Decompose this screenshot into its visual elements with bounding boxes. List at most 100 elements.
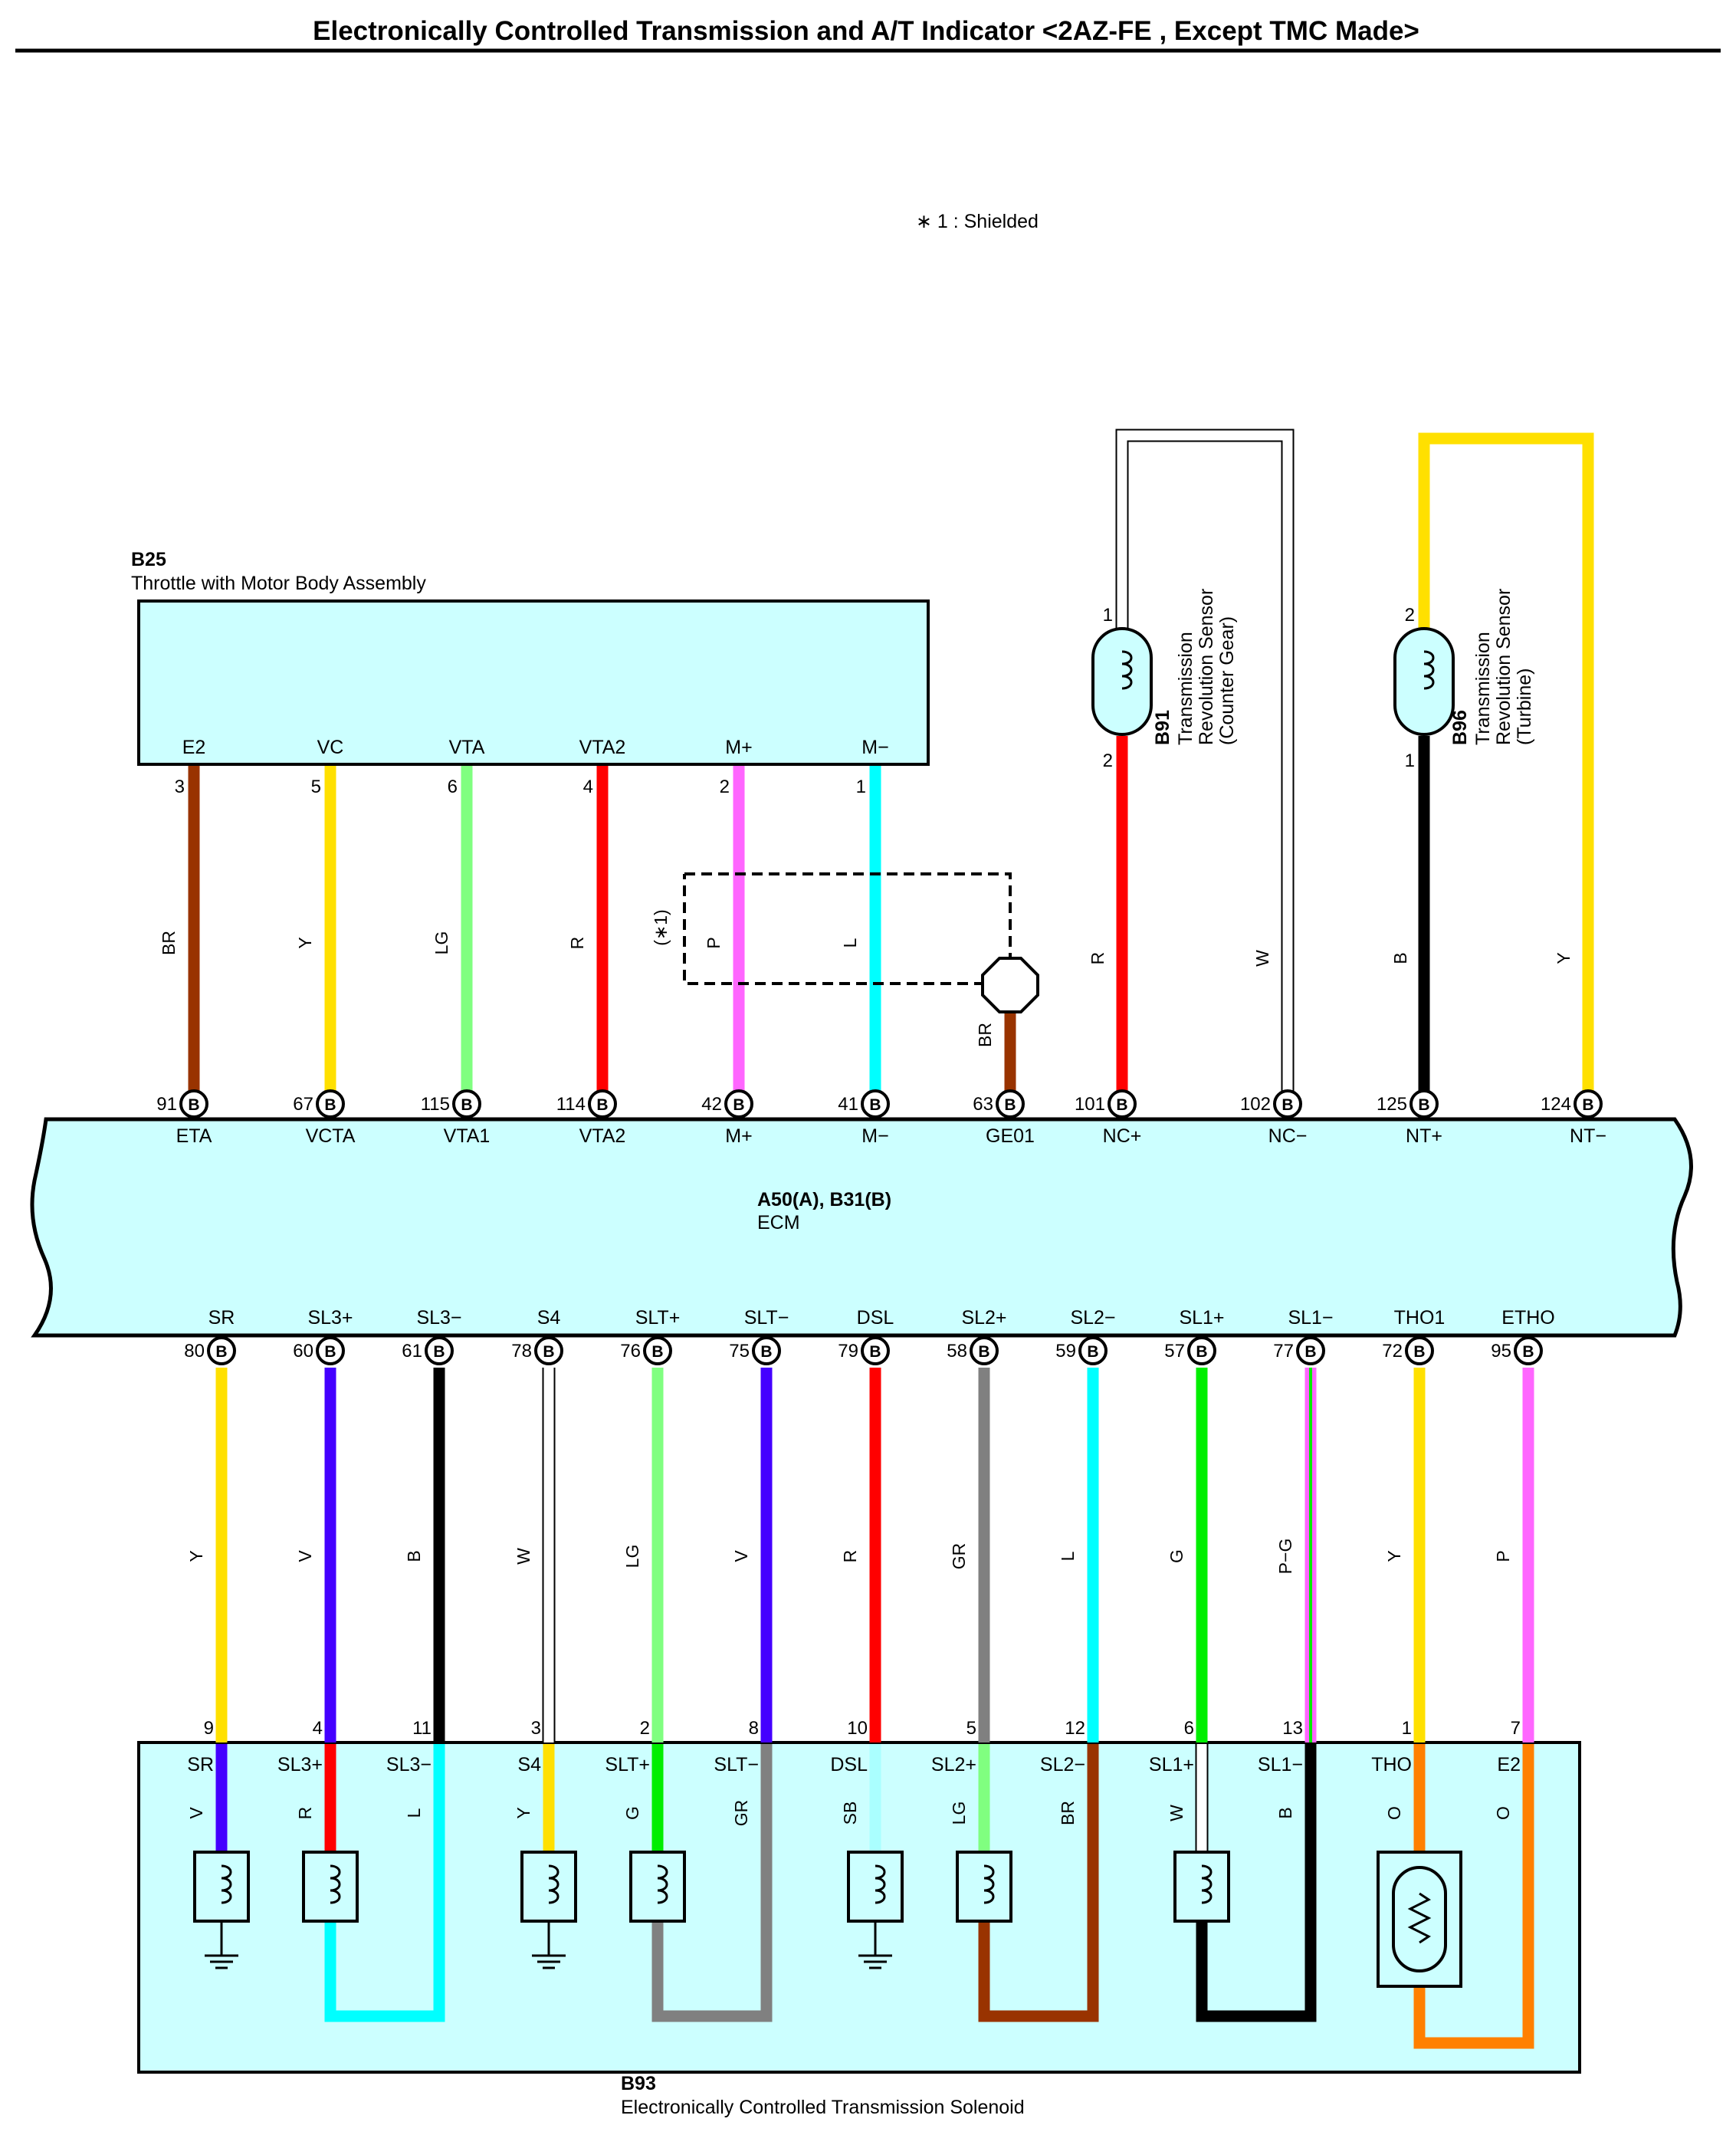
ecm-terminal-sl1m [1296,1336,1325,1365]
throttle-pin-eta: 3 [175,777,185,797]
solenoid-coil-sl1 [1173,1851,1230,1923]
ecm-pin-sl2m: 59 [1055,1341,1076,1361]
ecm-term-sl1m: SL1− [1288,1307,1333,1329]
throttle-wire-color-mp: P [704,937,724,948]
ecm-terminal-mm-letter: B [869,1096,881,1114]
solenoid-term-tho1: THO [1371,1754,1412,1775]
solenoid-term-sl2m: SL2− [1040,1754,1085,1775]
ecm-solenoid-wire-color-sl2m: L [1058,1551,1078,1561]
ecm-solenoid-wire-color-dsl: R [840,1550,860,1563]
ecm-code: A50(A), B31(B) [757,1189,891,1210]
ecm-solenoid-wire-color-sr: Y [186,1550,206,1562]
throttle-wire-color-vta1: LG [432,931,451,955]
ecm-pin-etho: 95 [1491,1341,1511,1361]
solenoid-term-sl1m: SL1− [1258,1754,1303,1775]
solenoid-inner-color-sr: V [186,1807,206,1819]
ecm-term-vcta: VCTA [306,1125,356,1147]
solenoid-coil-sl3-winding [330,1864,341,1904]
ecm-terminal-ncp-letter: B [1116,1096,1127,1114]
ecm-terminal-etho [1514,1336,1543,1365]
ecm-terminal-dsl [861,1336,890,1365]
ecm-pin-sr: 80 [184,1341,205,1361]
throttle-term-vta1: VTA [449,737,485,758]
solenoid-inner-color-sltm: GR [731,1800,751,1827]
sensor-wire-color-ncp: R [1088,952,1108,965]
throttle-pin-mm: 1 [856,777,866,797]
ecm-pin-ncp: 101 [1075,1094,1105,1115]
solenoid-coil-slt-winding [657,1864,668,1904]
ecm-term-ncp: NC+ [1103,1125,1142,1147]
sensor-b91-label: B91 Transmission Revolution Sensor (Coun… [1152,589,1238,745]
ecm-terminal-ntp [1409,1089,1439,1118]
ecm-term-ntp: NT+ [1406,1125,1442,1147]
label-layer: E23BR91ETAVC5Y67VCTAVTA6LG115VTA1VTA24R1… [156,605,1606,1826]
ecm-terminal-eta-letter: B [188,1096,199,1114]
sensor-b96-wire-y [1418,432,1594,1102]
shield-ground-junction [981,957,1039,1013]
ecm-term-mp: M+ [725,1125,752,1147]
solenoid-term-sltp: SLT+ [605,1754,650,1775]
ecm-terminal-sl2m [1078,1336,1108,1365]
ecm-pin-sl3p: 60 [293,1341,313,1361]
ecm-terminal-vcta [316,1089,345,1118]
solenoid-term-dsl: DSL [830,1754,868,1775]
solenoid-inner-color-sl2m: BR [1058,1801,1078,1825]
sensor-b91-pin-2: 2 [1103,751,1113,771]
solenoid-pin-etho: 7 [1511,1718,1521,1739]
sensor-b91-name-1: Transmission [1175,632,1196,745]
ecm-solenoid-wire-color-sltm: V [731,1550,751,1562]
ecm-terminal-s4 [534,1336,563,1365]
ecm-pin-eta: 91 [156,1094,177,1115]
ground-wire-color: BR [975,1023,995,1047]
throttle-wire-color-vta2: R [567,937,587,950]
throttle-name: Throttle with Motor Body Assembly [131,573,426,594]
throttle-code: B25 [131,549,166,570]
ecm-pin-vta1: 115 [421,1094,450,1115]
ecm-terminal-mm [861,1089,890,1118]
solenoid-coil-sl2-winding [983,1864,995,1904]
solenoid-pin-tho1: 1 [1402,1718,1412,1739]
sensor-b96-name-1: Transmission [1472,632,1494,745]
ecm-pin-tho1: 72 [1382,1341,1403,1361]
ecm-solenoid-wire-color-sltp: LG [622,1545,642,1568]
sensor-b91-name-3: (Counter Gear) [1216,616,1238,745]
ecm-pin-dsl: 79 [838,1341,858,1361]
ecm-pin-ntm: 124 [1541,1094,1571,1115]
solenoid-pin-sl1p: 6 [1184,1718,1194,1739]
ecm-terminal-mp [724,1089,753,1118]
ecm-terminal-ntp-letter: B [1418,1096,1429,1114]
ecm-terminal-vta2-letter: B [596,1096,608,1114]
sensor-b96-pin-1: 1 [1405,751,1415,771]
solenoid-pin-sl2m: 12 [1065,1718,1085,1739]
solenoid-inner-e2 [1413,1744,1534,2049]
ecm-terminal-tho1 [1405,1336,1434,1365]
throttle-body-box [137,599,930,766]
throttle-pin-vta1: 6 [448,777,458,797]
ecm-pin-sltp: 76 [620,1341,641,1361]
solenoid-inner-sl1m [1196,1744,1317,2022]
ecm-terminal-vta1-letter: B [461,1096,472,1114]
ecm-pin-ge01: 63 [973,1094,993,1115]
ecm-terminal-vta2 [588,1089,617,1118]
diagram-title: Electronically Controlled Transmission a… [313,16,1419,46]
ecm-terminal-sl1m-letter: B [1304,1343,1316,1361]
solenoid-pin-sltp: 2 [640,1718,650,1739]
ecm-solenoid-wire-color-etho: P [1493,1550,1513,1562]
solenoid-inner-color-sl1m: B [1275,1807,1295,1818]
solenoid-inner-color-tho1: O [1384,1806,1404,1820]
ecm-solenoid-wire-color-tho1: Y [1384,1550,1404,1562]
ecm-terminal-tho1-letter: B [1413,1343,1425,1361]
sensor-b96-name-2: Revolution Sensor [1493,589,1514,745]
solenoid-coil-sr-winding [221,1864,232,1904]
ecm-term-ge01: GE01 [986,1125,1035,1147]
ecm-pin-sl1p: 57 [1164,1341,1185,1361]
sensor-b96-name-3: (Turbine) [1514,668,1535,746]
sensor-wire-color-ntm: Y [1554,952,1574,964]
sensor-b91-name-2: Revolution Sensor [1196,589,1217,745]
solenoid-coil-sl3 [302,1851,359,1923]
ecm-terminal-sl1p-letter: B [1196,1343,1207,1361]
ecm-terminal-sl2p [970,1336,999,1365]
ecm-term-ntm: NT− [1570,1125,1606,1147]
ecm-terminal-vta1 [452,1089,481,1118]
